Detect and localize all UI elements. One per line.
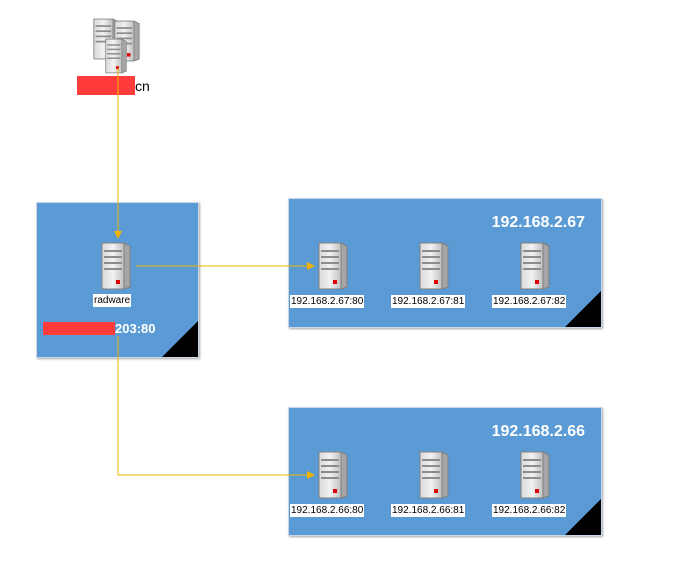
server-label: 192.168.2.67:80 [290,295,365,308]
server-label: 192.168.2.66:80 [290,504,365,517]
redacted-ip [43,322,115,335]
load-balancer-port: 203:80 [115,321,156,336]
server-icon [318,451,348,499]
server-icon [101,242,131,290]
panel-corner [565,499,601,535]
server-label: 192.168.2.67:81 [391,295,466,308]
redacted-host [77,76,135,95]
server-icon [520,242,550,290]
server-icon [318,242,348,290]
server-icon [419,451,449,499]
server-cluster-icon [105,38,127,74]
load-balancer-label: radware [93,294,132,307]
server-label: 192.168.2.66:82 [492,504,567,517]
panel-corner [565,291,601,327]
panel-corner [162,321,198,357]
server-label: 192.168.2.67:82 [492,295,567,308]
client-node [88,18,146,76]
pool-title: 192.168.2.66 [491,423,585,440]
client-domain-suffix: cn [135,78,150,94]
server-icon [520,451,550,499]
server-icon [419,242,449,290]
pool-title: 192.168.2.67 [491,214,585,231]
server-label: 192.168.2.66:81 [391,504,466,517]
